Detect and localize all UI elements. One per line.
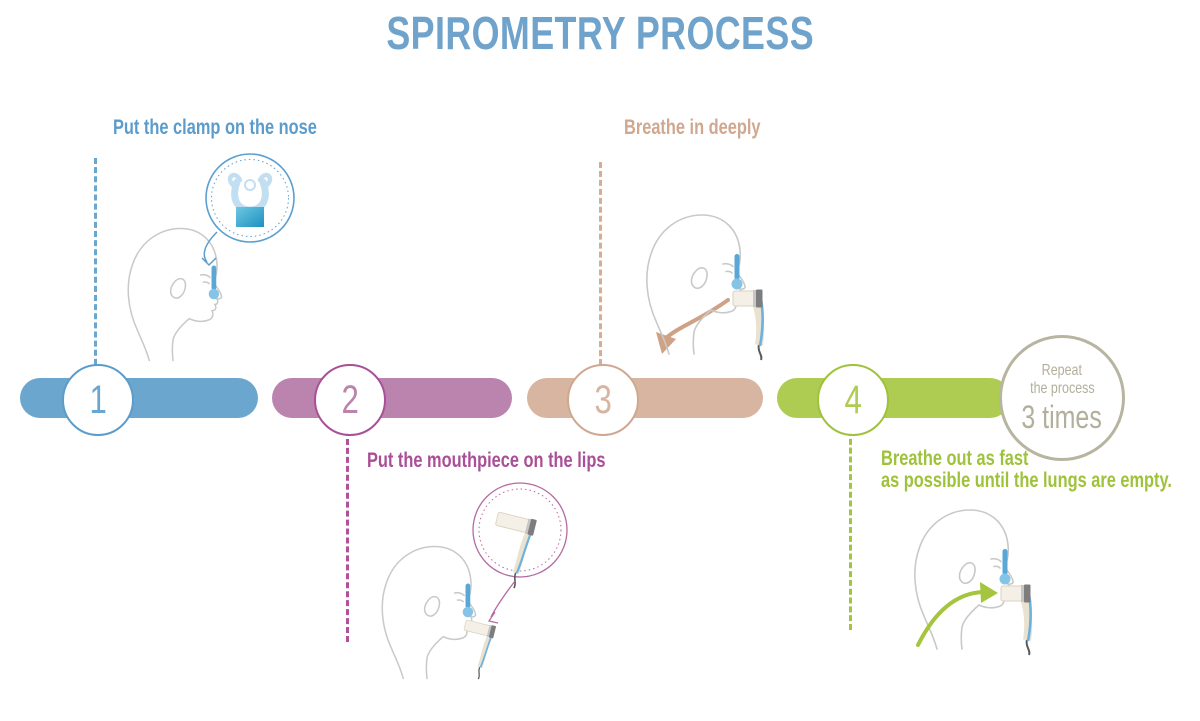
step-3-dashed-line xyxy=(599,162,602,374)
step-4-dashed-line xyxy=(849,430,852,630)
step-2-label: Put the mouthpiece on the lips xyxy=(367,449,606,472)
step-2-number: 2 xyxy=(341,377,359,422)
step-2-number-circle: 2 xyxy=(314,364,386,436)
step-3-pill xyxy=(527,378,763,418)
page-title: SPIROMETRY PROCESS xyxy=(386,7,814,59)
head-profile-illustration xyxy=(914,509,1031,656)
step-1-label: Put the clamp on the nose xyxy=(113,116,317,139)
step-3-number: 3 xyxy=(594,377,612,422)
step-1-illustration xyxy=(127,153,295,362)
mouthpiece-icon xyxy=(1001,585,1031,656)
mouthpiece-icon xyxy=(733,290,763,361)
repeat-line-2: the process xyxy=(1029,380,1095,397)
step-2-illustration xyxy=(381,482,568,721)
mouthpiece-icon xyxy=(453,619,496,680)
step-4-number: 4 xyxy=(844,377,862,422)
step-4-number-circle: 4 xyxy=(817,364,889,436)
step-2-dashed-line xyxy=(346,430,349,642)
step-1-dashed-line xyxy=(94,158,97,374)
step-3-number-circle: 3 xyxy=(567,364,639,436)
repeat-line-3: 3 times xyxy=(1021,399,1103,435)
step-4-illustration xyxy=(914,509,1088,705)
pointer-arrow-icon xyxy=(487,580,516,624)
step-2-pill xyxy=(272,378,512,418)
step-1-pill xyxy=(20,378,258,418)
head-profile-illustration xyxy=(646,214,763,361)
step-1-number-circle: 1 xyxy=(62,364,134,436)
step-3-label: Breathe in deeply xyxy=(624,116,761,139)
mouthpiece-zoom-circle xyxy=(472,482,568,590)
step-4-label: Breathe out as fast as possible until th… xyxy=(881,447,1172,492)
repeat-badge: Repeat the process 3 times xyxy=(999,335,1125,461)
nose-clamp-zoom-circle xyxy=(205,153,295,243)
head-profile-illustration xyxy=(381,545,477,680)
repeat-line-1: Repeat xyxy=(1041,362,1083,379)
step-4-pill xyxy=(777,378,1010,418)
step-1-number: 1 xyxy=(89,377,107,422)
head-profile-illustration xyxy=(127,227,223,362)
step-3-illustration xyxy=(646,214,790,378)
exhale-arrow-icon xyxy=(916,582,998,647)
pointer-arrow-icon xyxy=(201,231,218,267)
